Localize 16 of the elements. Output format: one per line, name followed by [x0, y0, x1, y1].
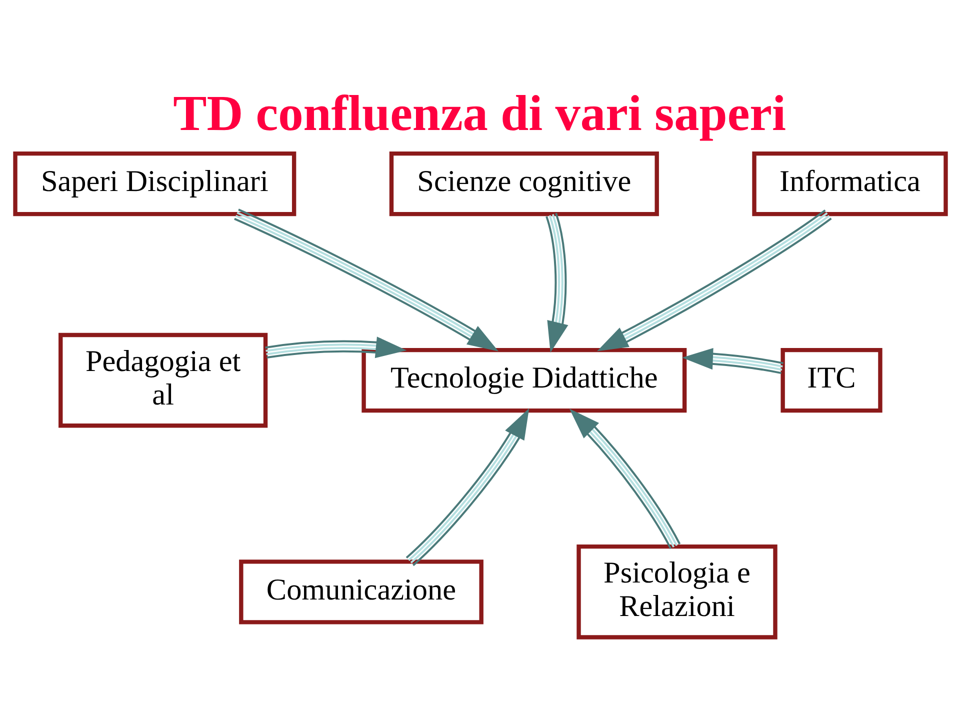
- arrow: [265, 336, 407, 358]
- node-box: Pedagogia et al: [58, 332, 268, 428]
- arrow: [569, 408, 681, 549]
- arrow: [546, 212, 568, 352]
- node-box: ITC: [780, 347, 882, 412]
- diagram-title: TD confluenza di vari saperi: [173, 84, 786, 141]
- node-box: Informatica: [752, 150, 948, 216]
- arrow: [406, 408, 530, 566]
- node-box: Tecnologie Didattiche: [362, 347, 687, 412]
- node-box: Comunicazione: [239, 559, 484, 624]
- node-box: Psicologia e Relazioni: [576, 544, 778, 639]
- arrow: [682, 348, 784, 374]
- node-box: Scienze cognitive: [389, 150, 659, 216]
- node-box: Saperi Disciplinari: [13, 150, 296, 216]
- arrow: [234, 208, 498, 351]
- arrow: [596, 209, 832, 351]
